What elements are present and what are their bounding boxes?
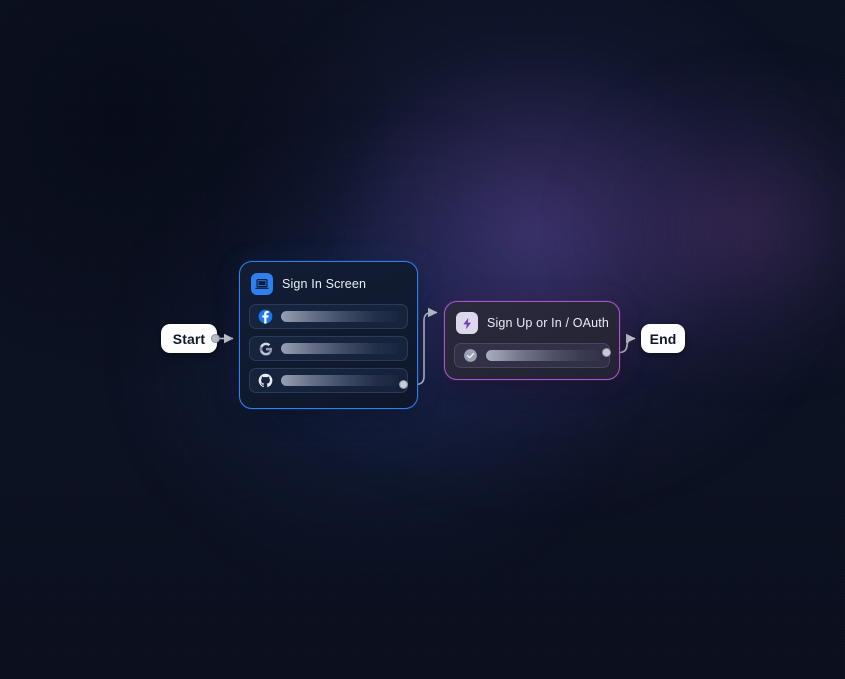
provider-row-github[interactable] [249, 368, 408, 393]
background-glow-purple [215, 0, 845, 515]
start-node-label: Start [172, 330, 206, 347]
check-circle-icon [463, 348, 478, 363]
flow-node-end[interactable]: End [641, 324, 685, 353]
start-node-output-handle[interactable] [211, 334, 220, 343]
google-icon [258, 341, 273, 356]
sign-in-screen-title: Sign In Screen [282, 277, 367, 291]
facebook-icon [258, 309, 273, 324]
flow-node-sign-up-or-in-oauth[interactable]: Sign Up or In / OAuth [444, 301, 620, 380]
sign-in-screen-header: Sign In Screen [249, 273, 408, 295]
background-vignette-bottom [0, 420, 845, 679]
flow-node-sign-in-screen[interactable]: Sign In Screen [239, 261, 418, 409]
github-icon [258, 373, 273, 388]
lightning-bolt-icon [456, 312, 478, 334]
oauth-row-confirm[interactable] [454, 343, 610, 368]
provider-row-github-value [281, 375, 399, 386]
oauth-row-confirm-value [486, 350, 601, 361]
provider-row-google[interactable] [249, 336, 408, 361]
oauth-node-title: Sign Up or In / OAuth [487, 316, 609, 330]
provider-row-google-value [281, 343, 399, 354]
laptop-icon [251, 273, 273, 295]
oauth-node-header: Sign Up or In / OAuth [454, 312, 610, 334]
end-node-label: End [649, 330, 677, 347]
oauth-node-output-handle[interactable] [602, 348, 611, 357]
provider-row-facebook-value [281, 311, 399, 322]
sign-in-screen-rows [249, 304, 408, 393]
provider-row-facebook[interactable] [249, 304, 408, 329]
github-row-output-handle[interactable] [399, 380, 408, 389]
flow-node-start[interactable]: Start [161, 324, 217, 353]
oauth-node-rows [454, 343, 610, 368]
